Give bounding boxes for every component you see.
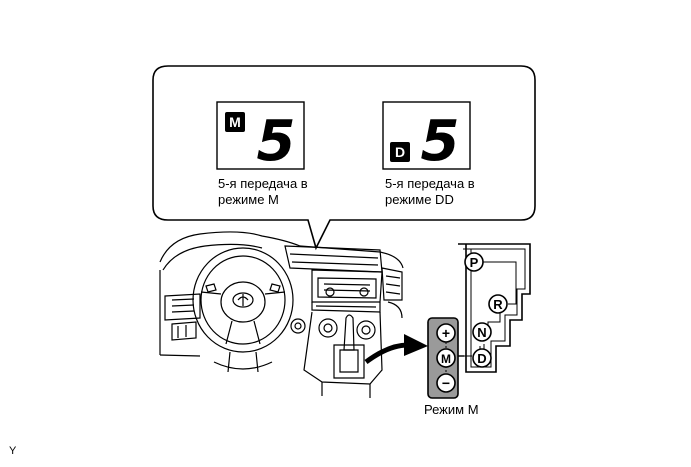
position-r-marker [488,294,508,314]
position-r-label: R [493,297,503,312]
m-mode-letter: M [229,114,241,130]
right-caption-line1: 5-я передача в [385,176,475,191]
right-caption-line2: режиме DD [385,192,454,207]
left-gear-display: M 5 [216,101,305,174]
left-gear-digit: 5 [257,109,296,174]
m-mode-badge [225,112,245,132]
m-gate-plus-label: + [442,325,450,341]
pointer-arrow [364,334,428,365]
shift-gate: P R N D + M − [427,243,531,399]
d-mode-badge [390,142,410,162]
left-caption-line1: 5-я передача в [218,176,308,191]
m-mode-caption: Режим М [424,402,479,417]
corner-mark: Y [9,445,17,457]
position-p-marker [464,252,484,272]
position-d-marker [472,348,492,368]
m-gate-m-marker [436,348,456,368]
dashboard-illustration [159,231,404,398]
m-gate-minus-marker [436,373,456,393]
position-n-label: N [477,325,486,340]
left-caption-line2: режиме М [218,192,279,207]
position-p-label: P [470,255,479,270]
right-gear-display: D 5 [382,101,471,174]
m-gate-minus-label: − [442,375,450,391]
m-gate-plus-marker [436,323,456,343]
callout-bubble [152,65,536,251]
d-mode-letter: D [395,144,405,160]
position-d-label: D [477,351,486,366]
gate-outline [458,243,531,373]
m-gate-m-label: M [441,352,451,366]
position-n-marker [472,322,492,342]
right-gear-digit: 5 [421,109,460,174]
